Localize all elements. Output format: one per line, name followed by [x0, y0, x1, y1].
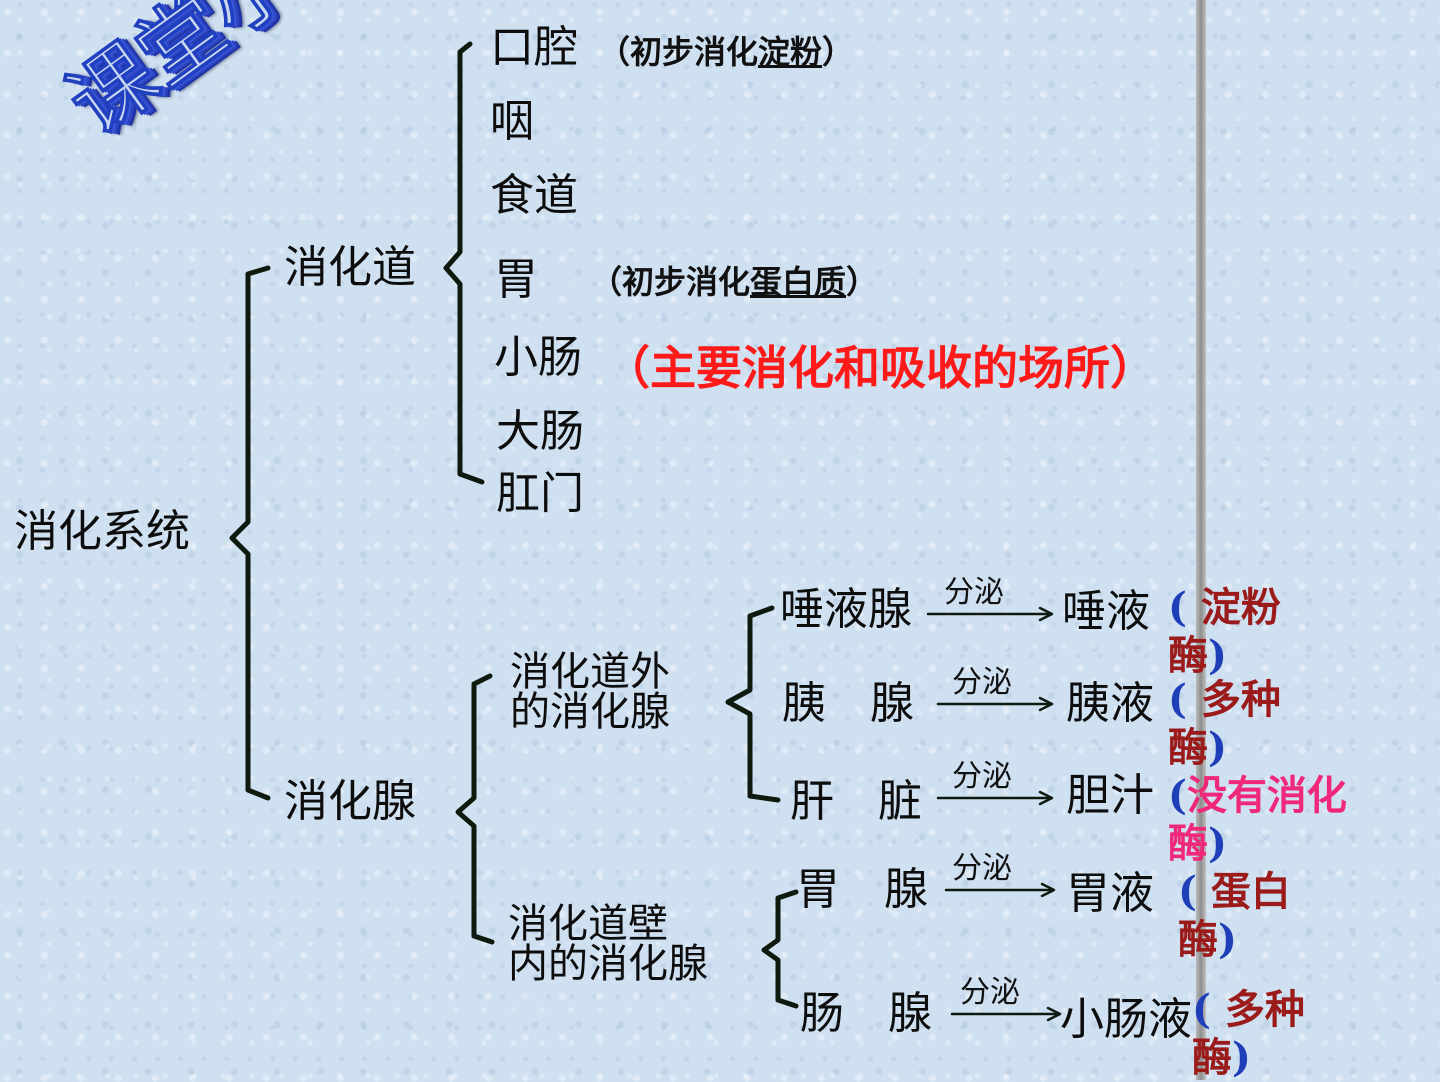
gland-gastric: 胃 腺	[796, 864, 928, 915]
gland-salivary: 唾液腺	[780, 584, 912, 635]
gland-liver: 肝 脏	[790, 776, 922, 827]
starch-keyword: 淀粉	[758, 33, 823, 71]
glands-brace	[455, 673, 495, 945]
juice-gastric: 胃液	[1066, 868, 1154, 919]
inside-glands-label: 消化道壁内的消化腺	[508, 901, 708, 987]
stomach-note: （初步消化蛋白质）	[590, 263, 879, 301]
enzyme-protease: ( 蛋白酶)	[1178, 868, 1291, 963]
protein-keyword: 蛋白质	[750, 263, 847, 301]
tract-brace	[443, 41, 485, 485]
enzyme-intestinal: ( 多种酶)	[1192, 986, 1305, 1081]
organ-mouth: 口腔	[490, 22, 578, 73]
outside-glands-label: 消化道外的消化腺	[510, 649, 670, 735]
organ-anus: 肛门	[496, 468, 584, 519]
enzyme-pancreatic: ( 多种酶)	[1168, 676, 1281, 771]
juice-intestinal: 小肠液	[1060, 994, 1192, 1045]
digestive-tract-label: 消化道	[284, 242, 416, 293]
small-intestine-note: （主要消化和吸收的场所）	[604, 341, 1156, 395]
enzyme-amylase: ( 淀粉酶)	[1168, 584, 1281, 679]
digestive-glands-label: 消化腺	[284, 776, 416, 827]
organ-large-intestine: 大肠	[496, 406, 584, 457]
root-brace	[229, 265, 271, 801]
digestive-system-label: 消化系统	[14, 506, 190, 557]
juice-bile: 胆汁	[1066, 770, 1154, 821]
organ-pharynx: 咽	[490, 96, 534, 147]
secretes-label-5: 分泌	[960, 975, 1020, 1010]
outer-glands-brace	[725, 605, 781, 803]
slide-divider-bar	[1196, 0, 1206, 1080]
juice-pancreatic: 胰液	[1066, 678, 1154, 729]
organ-small-intestine: 小肠	[494, 332, 582, 383]
organ-stomach: 胃	[494, 254, 538, 305]
secretes-label-3: 分泌	[952, 759, 1012, 794]
enzyme-none: (没有消化酶)	[1168, 772, 1347, 867]
mouth-note: （初步消化淀粉）	[598, 33, 855, 71]
juice-saliva: 唾液	[1062, 586, 1150, 637]
secretes-label-4: 分泌	[952, 851, 1012, 886]
gland-pancreas: 胰 腺	[782, 678, 914, 729]
secretion-arrows	[926, 606, 1062, 1022]
gland-intestinal: 肠 腺	[800, 988, 932, 1039]
secretes-label-2: 分泌	[952, 665, 1012, 700]
inner-glands-brace	[761, 889, 799, 1009]
organ-esophagus: 食道	[490, 170, 578, 221]
secretes-label-1: 分泌	[944, 575, 1004, 610]
